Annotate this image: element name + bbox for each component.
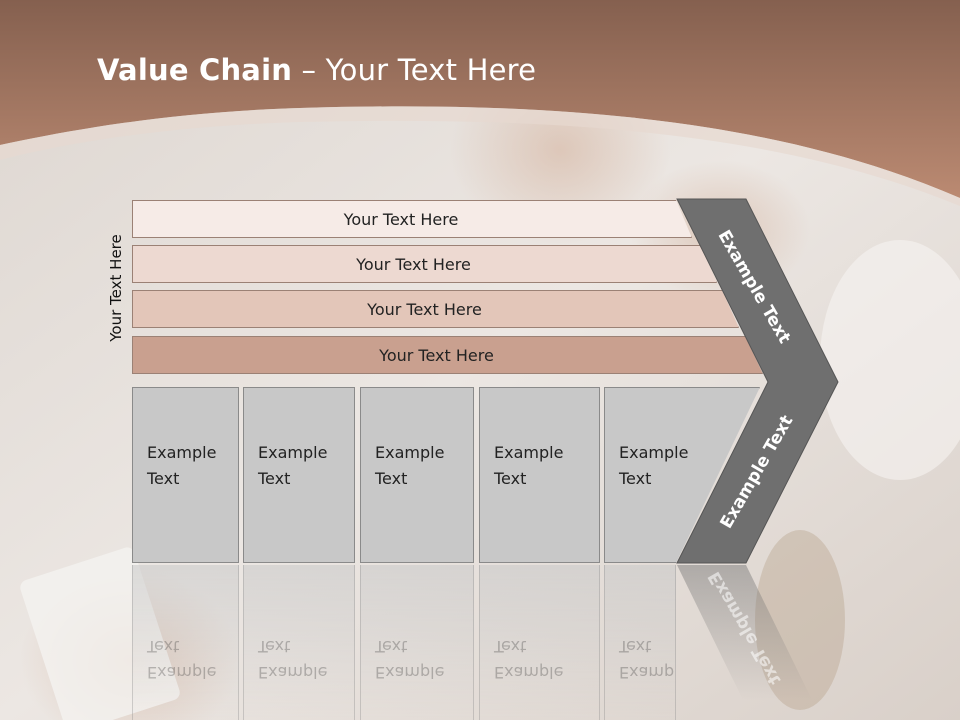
side-label: Your Text Here xyxy=(107,234,125,342)
box-reflection-5: Example Text xyxy=(604,565,676,720)
value-bar-3-label: Your Text Here xyxy=(367,299,482,319)
activity-box-5-text: Example Text xyxy=(619,443,689,488)
activity-box-2-text: Example Text xyxy=(258,443,328,488)
activity-box-3: Example Text xyxy=(360,387,474,563)
title-bold: Value Chain xyxy=(97,53,293,87)
page-title: Value Chain – Your Text Here xyxy=(97,53,536,87)
box-reflection-3: Example Text xyxy=(360,565,474,720)
box-reflection-2: Example Text xyxy=(243,565,355,720)
box-reflection-2-text: Example Text xyxy=(258,637,328,682)
value-bar-2-label: Your Text Here xyxy=(356,254,471,274)
value-bar-1: Your Text Here xyxy=(132,200,692,238)
activity-box-3-text: Example Text xyxy=(375,443,445,488)
box-reflection-1-text: Example Text xyxy=(147,637,217,682)
activity-box-4: Example Text xyxy=(479,387,600,563)
value-bar-3: Your Text Here xyxy=(132,290,739,328)
value-bar-4: Your Text Here xyxy=(132,336,763,374)
box-reflection-5-text: Example Text xyxy=(619,637,675,682)
value-bar-2: Your Text Here xyxy=(132,245,717,283)
value-bar-1-label: Your Text Here xyxy=(343,209,459,229)
box-reflection-4-text: Example Text xyxy=(494,637,564,682)
box-reflection-1: Example Text xyxy=(132,565,239,720)
value-bar-4-label: Your Text Here xyxy=(379,345,494,365)
box-reflection-4: Example Text xyxy=(479,565,600,720)
activity-box-2: Example Text xyxy=(243,387,355,563)
activity-box-4-text: Example Text xyxy=(494,443,564,488)
activity-box-1: Example Text xyxy=(132,387,239,563)
box-reflection-3-text: Example Text xyxy=(375,637,445,682)
title-rest: – Your Text Here xyxy=(292,53,537,87)
activity-box-1-text: Example Text xyxy=(147,443,217,488)
